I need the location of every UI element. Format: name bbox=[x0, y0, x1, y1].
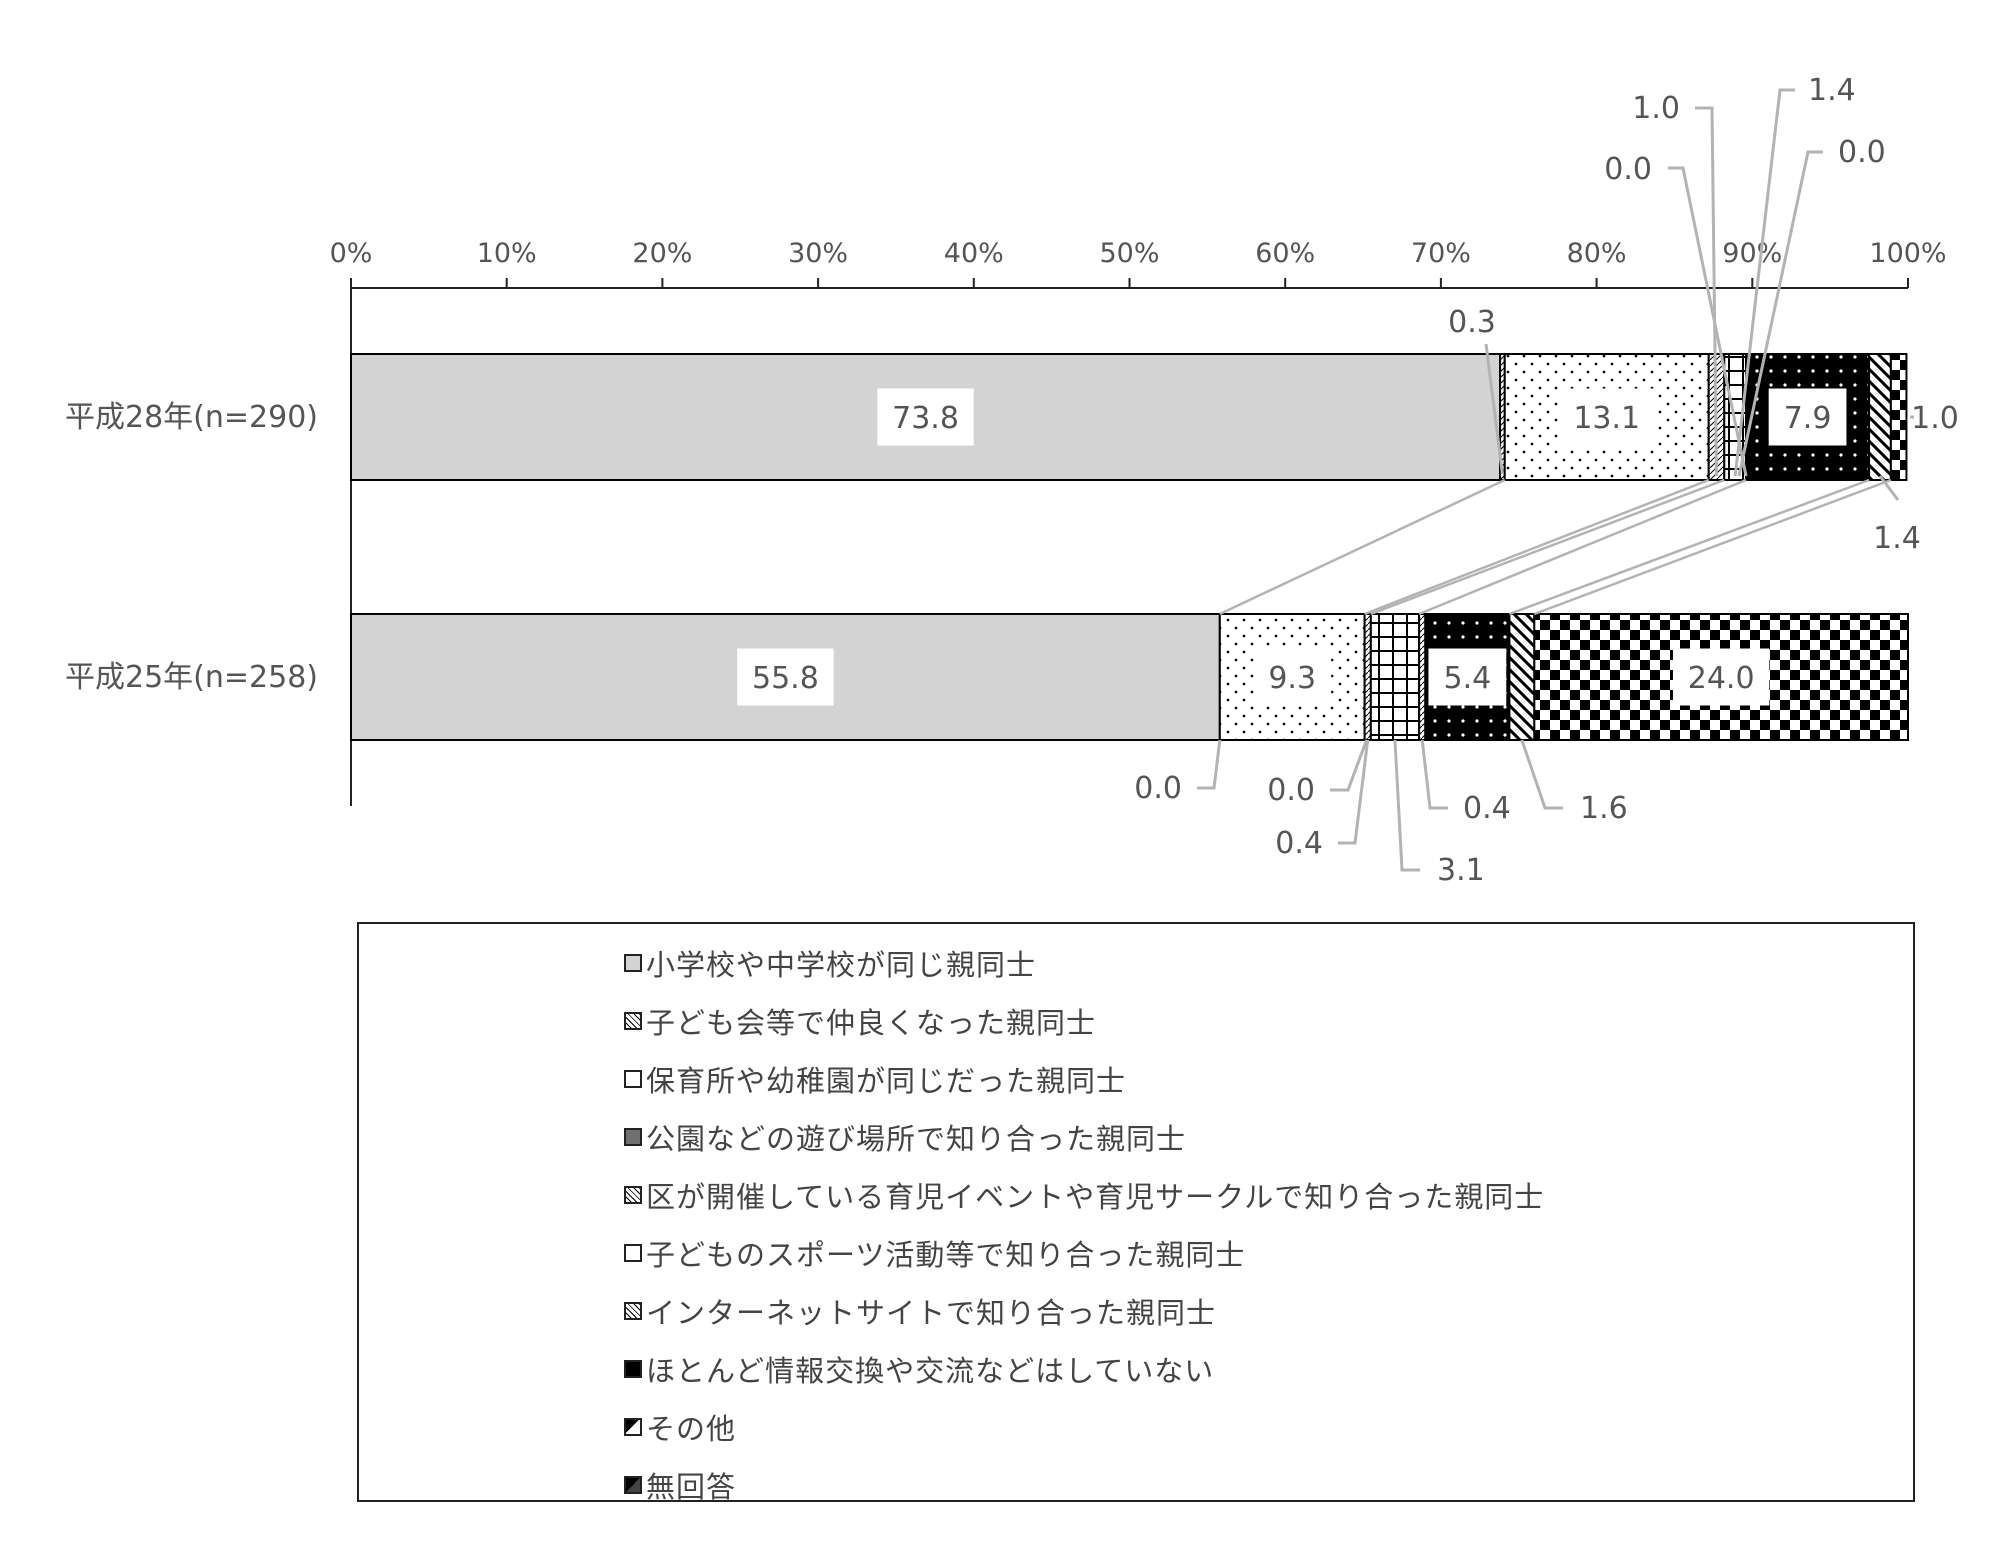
legend-item: その他 bbox=[624, 1398, 1544, 1456]
legend-swatch bbox=[624, 1128, 642, 1146]
legend-item: 小学校や中学校が同じ親同士 bbox=[624, 934, 1544, 992]
legend-label: 区が開催している育児イベントや育児サークルで知り合った親同士 bbox=[646, 1180, 1545, 1214]
data-label-box bbox=[1672, 648, 1770, 706]
connector-line bbox=[1364, 478, 1710, 616]
legend-item: 無回答 bbox=[624, 1456, 1544, 1514]
leader-line bbox=[1338, 739, 1370, 845]
data-label-box bbox=[737, 648, 834, 706]
data-label-box bbox=[1253, 648, 1332, 706]
x-tick-label: 30% bbox=[788, 238, 848, 269]
x-tick-label: 100% bbox=[1869, 238, 1946, 269]
category-label: 平成25年(n=258) bbox=[65, 660, 318, 695]
legend: 小学校や中学校が同じ親同士子ども会等で仲良くなった親同士保育所や幼稚園が同じだっ… bbox=[357, 922, 1915, 1504]
connector-line bbox=[1508, 478, 1870, 616]
data-label: 1.0 bbox=[1632, 91, 1680, 126]
legend-item: 公園などの遊び場所で知り合った親同士 bbox=[624, 1108, 1544, 1166]
x-tick-label: 40% bbox=[944, 238, 1004, 269]
x-tick-label: 20% bbox=[632, 238, 692, 269]
bar-segment bbox=[1369, 613, 1421, 741]
stacked-bar-chart: 0% 10% 20% 30% 40% 50% 60% 70% 80% 90% 100% 平成28年(n… bbox=[65, 73, 1959, 888]
connector-line bbox=[1219, 478, 1506, 616]
data-label: 55.8 bbox=[752, 661, 819, 696]
legend-label: ほとんど情報交換や交流などはしていない bbox=[646, 1354, 1215, 1388]
leader-line bbox=[1520, 739, 1563, 810]
legend-item: 子どものスポーツ活動等で知り合った親同士 bbox=[624, 1224, 1544, 1282]
bar-segment bbox=[1889, 353, 1908, 481]
legend-swatch bbox=[624, 1244, 642, 1262]
data-label: 13.1 bbox=[1573, 401, 1640, 436]
connector-line bbox=[1370, 478, 1725, 616]
data-label: 1.0 bbox=[1911, 401, 1959, 436]
connector-line bbox=[1533, 478, 1892, 616]
data-label: 0.3 bbox=[1448, 305, 1496, 340]
legend-label: 無回答 bbox=[646, 1470, 737, 1504]
bar-segment bbox=[1868, 353, 1892, 481]
leader-line bbox=[1878, 475, 1900, 501]
data-label: 5.4 bbox=[1444, 661, 1492, 696]
leader-line bbox=[1197, 739, 1222, 790]
data-label: 73.8 bbox=[892, 401, 959, 436]
legend-label: インターネットサイトで知り合った親同士 bbox=[646, 1296, 1217, 1330]
data-label: 1.4 bbox=[1873, 521, 1921, 556]
data-label: 0.4 bbox=[1463, 791, 1511, 826]
x-tick-label: 60% bbox=[1255, 238, 1315, 269]
legend-list: 小学校や中学校が同じ親同士子ども会等で仲良くなった親同士保育所や幼稚園が同じだっ… bbox=[624, 934, 1544, 1514]
data-label: 0.0 bbox=[1267, 773, 1315, 808]
leader-line bbox=[1484, 343, 1504, 475]
legend-label: 子どものスポーツ活動等で知り合った親同士 bbox=[646, 1238, 1246, 1272]
data-label-box bbox=[1768, 388, 1847, 446]
leader-line bbox=[1668, 166, 1748, 477]
legend-label: 保育所や幼稚園が同じだった親同士 bbox=[646, 1064, 1127, 1098]
data-label: 3.1 bbox=[1437, 853, 1485, 888]
legend-item: ほとんど情報交換や交流などはしていない bbox=[624, 1340, 1544, 1398]
data-label: 9.3 bbox=[1268, 661, 1316, 696]
leader-line bbox=[1733, 88, 1795, 477]
connector-line bbox=[1418, 478, 1747, 616]
legend-label: その他 bbox=[646, 1412, 737, 1446]
data-label: 0.0 bbox=[1604, 152, 1652, 187]
x-tick-label: 10% bbox=[477, 238, 537, 269]
legend-swatch bbox=[624, 954, 642, 972]
leader-line bbox=[1420, 739, 1448, 810]
legend-swatch bbox=[624, 1186, 642, 1204]
bar-segment bbox=[1508, 613, 1536, 741]
legend-swatch bbox=[624, 1476, 642, 1494]
x-tick-label: 50% bbox=[1099, 238, 1159, 269]
data-label: 0.4 bbox=[1275, 826, 1323, 861]
legend-item: 子ども会等で仲良くなった親同士 bbox=[624, 992, 1544, 1050]
data-label: 24.0 bbox=[1688, 661, 1755, 696]
leader-line bbox=[1695, 106, 1718, 477]
leader-line bbox=[1393, 739, 1420, 872]
legend-label: 公園などの遊び場所で知り合った親同士 bbox=[646, 1122, 1187, 1156]
legend-swatch bbox=[624, 1012, 642, 1030]
leader-line bbox=[1737, 150, 1823, 477]
legend-label: 子ども会等で仲良くなった親同士 bbox=[646, 1006, 1097, 1040]
legend-label: 小学校や中学校が同じ親同士 bbox=[646, 948, 1037, 982]
legend-swatch bbox=[624, 1418, 642, 1436]
leader-line bbox=[1330, 739, 1369, 792]
data-label-box bbox=[1428, 648, 1507, 706]
x-tick-label: 90% bbox=[1722, 238, 1782, 269]
data-label: 7.9 bbox=[1784, 401, 1832, 436]
data-label: 0.0 bbox=[1134, 771, 1182, 806]
data-label: 1.6 bbox=[1580, 791, 1628, 826]
legend-item: インターネットサイトで知り合った親同士 bbox=[624, 1282, 1544, 1340]
data-label: 0.0 bbox=[1838, 135, 1886, 170]
category-label: 平成28年(n=290) bbox=[65, 400, 318, 435]
x-tick-label: 70% bbox=[1411, 238, 1471, 269]
legend-swatch bbox=[624, 1360, 642, 1378]
data-label-box bbox=[877, 388, 974, 446]
data-label-box bbox=[1558, 388, 1655, 446]
legend-swatch bbox=[624, 1070, 642, 1088]
legend-item: 保育所や幼稚園が同じだった親同士 bbox=[624, 1050, 1544, 1108]
x-tick-label: 80% bbox=[1567, 238, 1627, 269]
x-tick-label: 0% bbox=[330, 238, 373, 269]
legend-swatch bbox=[624, 1302, 642, 1320]
data-label: 1.4 bbox=[1808, 73, 1856, 108]
legend-item: 区が開催している育児イベントや育児サークルで知り合った親同士 bbox=[624, 1166, 1544, 1224]
